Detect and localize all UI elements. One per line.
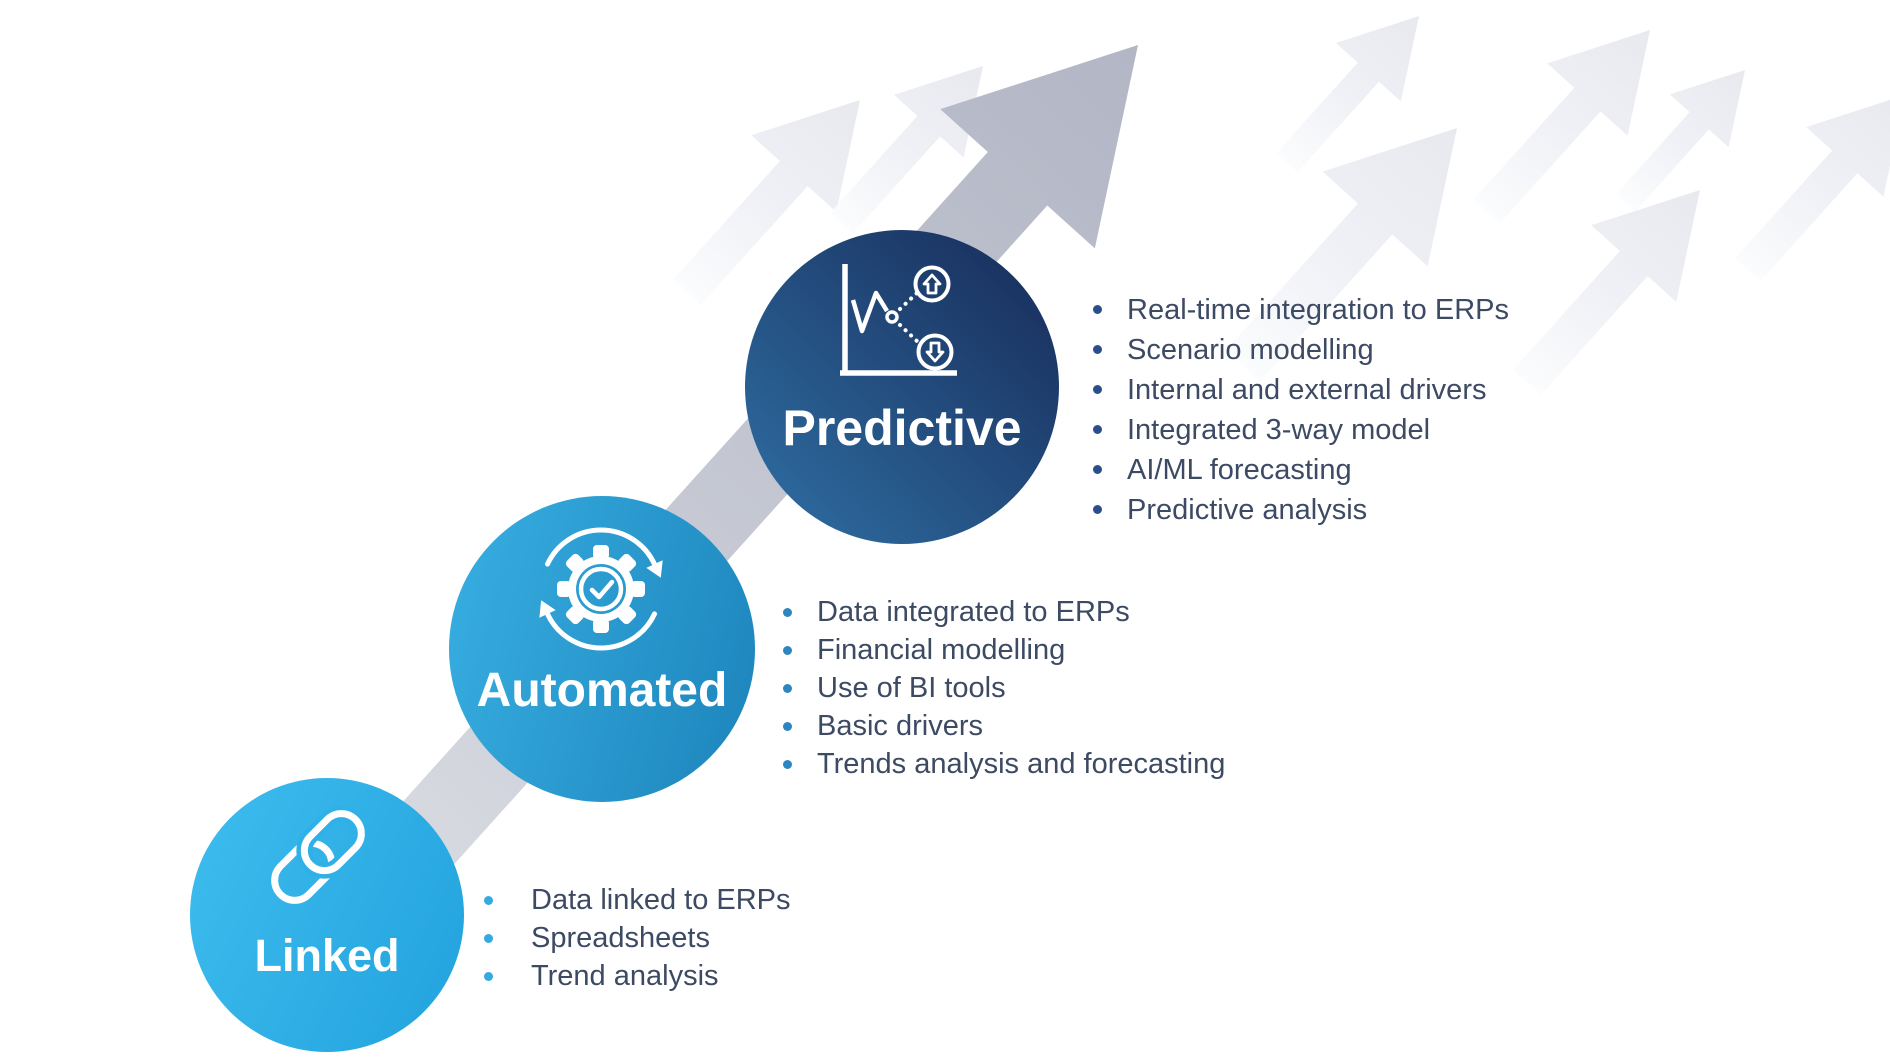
bullet-dot [1093,505,1102,514]
trend-node [885,310,899,324]
bullet-text: Trend analysis [531,960,719,992]
bullet-dot [484,896,493,905]
gear-sync-icon [539,527,663,651]
bullet-text: Data integrated to ERPs [817,596,1130,628]
bullet-dot [783,722,792,731]
bullet-text: Scenario modelling [1127,334,1374,366]
up-circle [913,265,951,303]
bullet-item: Trend analysis [484,957,791,995]
bullet-text: AI/ML forecasting [1127,454,1352,486]
bullet-item: Data linked to ERPs [484,881,791,919]
bullet-dot [783,646,792,655]
bullet-item: Internal and external drivers [1093,370,1509,410]
bullet-item: AI/ML forecasting [1093,450,1509,490]
bullet-item: Predictive analysis [1093,490,1509,530]
bullet-text: Internal and external drivers [1127,374,1487,406]
chain-link-icon [271,805,370,904]
chart-axes [840,264,957,376]
trend-forecast-icon [840,264,957,376]
bullet-text: Spreadsheets [531,922,710,954]
bullet-dot [1093,305,1102,314]
down-arrow-icon [925,341,945,363]
stage-label-linked: Linked [254,930,400,981]
bullet-item: Financial modelling [783,631,1225,669]
bullet-item: Basic drivers [783,707,1225,745]
bullet-text: Integrated 3-way model [1127,414,1431,446]
bullet-item: Real-time integration to ERPs [1093,290,1509,330]
stage-circle-automated: Automated [449,496,755,802]
bullet-text: Financial modelling [817,634,1066,666]
dotted-down-path [898,323,921,345]
bullet-item: Data integrated to ERPs [783,593,1225,631]
bullet-text: Trends analysis and forecasting [817,748,1226,780]
bullet-text: Predictive analysis [1127,494,1368,526]
bullet-dot [484,934,493,943]
bullet-text: Real-time integration to ERPs [1127,294,1509,326]
bullet-item: Spreadsheets [484,919,791,957]
bullet-dot [1093,385,1102,394]
up-arrow-icon [922,273,942,295]
trend-line [850,290,889,334]
bullet-item: Integrated 3-way model [1093,410,1509,450]
bullet-item: Use of BI tools [783,669,1225,707]
dotted-up-path [898,291,919,311]
bullet-dot [783,608,792,617]
gear-body [557,545,645,633]
stage-circle-linked: Linked [190,778,464,1052]
bullet-text: Data linked to ERPs [531,884,791,916]
sync-arrowheads [539,560,663,618]
stage-circle-predictive: Predictive [745,230,1059,544]
bullet-text: Basic drivers [817,710,983,742]
bullet-item: Trends analysis and forecasting [783,745,1225,783]
bullet-dot [1093,425,1102,434]
bullet-dot [1093,345,1102,354]
bullet-item: Scenario modelling [1093,330,1509,370]
check-icon [589,579,615,600]
stage-label-automated: Automated [476,664,728,717]
bullet-dot [783,760,792,769]
bullet-dot [783,684,792,693]
bullet-dot [484,972,493,981]
gear-check-circle [578,566,624,612]
bullet-dot [1093,465,1102,474]
down-circle [916,333,954,371]
stage-label-predictive: Predictive [782,400,1022,456]
sync-arrows [545,527,657,651]
bullet-text: Use of BI tools [817,672,1006,704]
